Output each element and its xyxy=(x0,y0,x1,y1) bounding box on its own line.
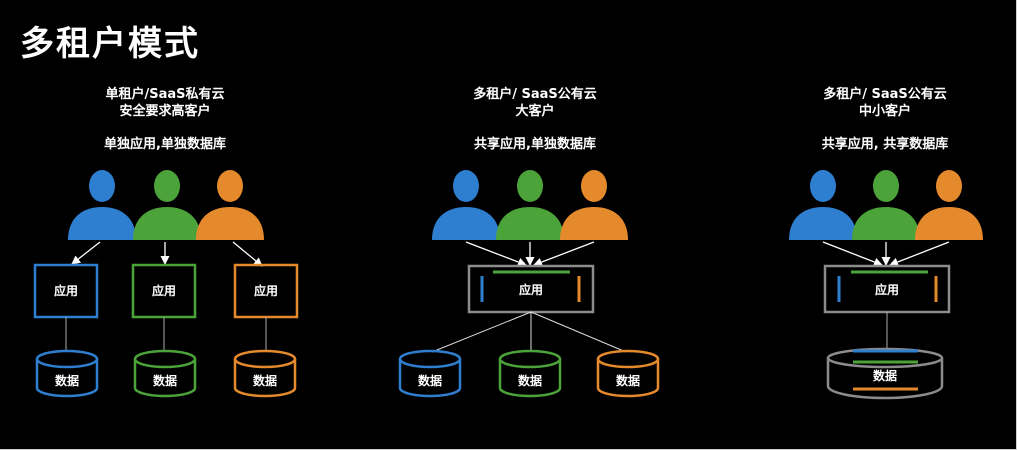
person-icon xyxy=(432,170,500,240)
arrow-connector xyxy=(232,241,263,267)
person-icon xyxy=(496,170,564,240)
connector-line xyxy=(530,311,627,353)
db-label: 数据 xyxy=(253,373,277,388)
app-label: 应用 xyxy=(875,282,899,297)
panel-1-diagram: 应用 应用 应用 数据 数据 数据 xyxy=(33,170,299,398)
panel-2-subheading: 大客户 xyxy=(515,104,555,119)
panel-2-diagram: 应用 数据 数据 数据 xyxy=(398,170,660,398)
app-label: 应用 xyxy=(254,283,278,298)
panel-3-diagram: 应用 数据 xyxy=(789,170,983,400)
panel-1-heading: 单租户/SaaS私有云 xyxy=(105,87,225,102)
panel-3-description: 共享应用, 共享数据库 xyxy=(821,137,949,152)
slide-title: 多租户模式 xyxy=(20,24,200,64)
panel-2-description: 共享应用,单独数据库 xyxy=(474,137,596,152)
db-label: 数据 xyxy=(418,373,442,388)
panel-3-heading: 多租户/ SaaS公有云 xyxy=(823,87,947,102)
panel-1-caption: 单租户/SaaS私有云 安全要求高客户 单独应用,单独数据库 xyxy=(60,86,270,153)
database-icon xyxy=(498,349,562,398)
panel-3-subheading: 中小客户 xyxy=(858,104,911,119)
shared-database-icon xyxy=(826,347,944,400)
person-icon xyxy=(68,170,136,240)
connector-line xyxy=(431,311,532,353)
db-label: 数据 xyxy=(55,373,79,388)
person-icon xyxy=(133,170,201,240)
person-icon xyxy=(789,170,857,240)
database-icon xyxy=(35,349,99,398)
person-icon xyxy=(852,170,920,240)
database-icon xyxy=(596,349,660,398)
panel-2-heading: 多租户/ SaaS公有云 xyxy=(473,87,597,102)
app-label: 应用 xyxy=(54,283,78,298)
panel-1-subheading: 安全要求高客户 xyxy=(119,104,211,119)
arrow-connector xyxy=(533,241,595,267)
panel-2-caption: 多租户/ SaaS公有云 大客户 共享应用,单独数据库 xyxy=(430,86,640,153)
app-label: 应用 xyxy=(152,283,176,298)
arrow-connector xyxy=(822,241,883,267)
person-icon xyxy=(196,170,264,240)
database-icon xyxy=(133,349,197,398)
arrow-connector xyxy=(465,241,527,267)
database-icon xyxy=(233,349,297,398)
panel-1-description: 单独应用,单独数据库 xyxy=(104,137,226,152)
db-label: 数据 xyxy=(518,373,542,388)
arrow-connector xyxy=(71,241,101,265)
arrow-connector xyxy=(889,241,950,267)
database-icon xyxy=(398,349,462,398)
db-label: 数据 xyxy=(616,373,640,388)
app-label: 应用 xyxy=(519,282,543,297)
db-label: 数据 xyxy=(153,373,177,388)
db-label: 数据 xyxy=(873,368,897,383)
person-icon xyxy=(915,170,983,240)
panel-3-caption: 多租户/ SaaS公有云 中小客户 共享应用, 共享数据库 xyxy=(780,86,990,153)
person-icon xyxy=(560,170,628,240)
